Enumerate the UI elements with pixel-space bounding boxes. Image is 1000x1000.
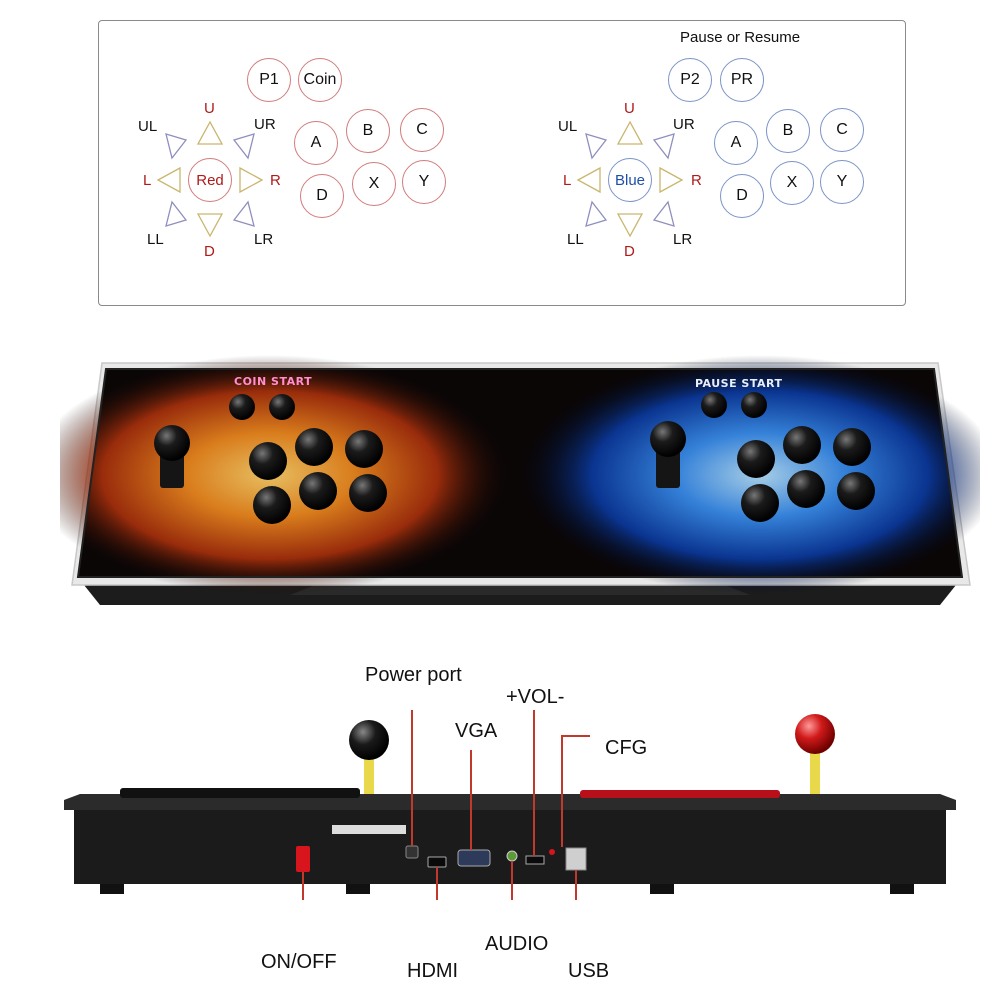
p1-button-c: C <box>400 108 444 152</box>
p2-stick-ball <box>650 421 686 457</box>
p1-dir-down: D <box>204 243 215 260</box>
p1-button-y: Y <box>402 160 446 204</box>
p2-arrow-up <box>616 120 644 145</box>
p1-dir-lr: LR <box>254 231 274 248</box>
p1-button: P1 <box>247 58 291 102</box>
p1-dir-right: R <box>270 172 281 189</box>
p1-arrow-right <box>239 166 264 194</box>
p2-joystick-diagram <box>576 120 684 238</box>
p1-dir-left: L <box>143 172 152 189</box>
p1-button-x: X <box>352 162 396 206</box>
p1-arrow-down <box>196 213 224 238</box>
cfg-callout: CFG <box>605 737 648 759</box>
p2-button-c: C <box>820 108 864 152</box>
p1-joystick-diagram <box>156 120 264 238</box>
coin-button: Coin <box>298 58 342 102</box>
console-rear-photo <box>64 710 956 900</box>
p1-black-ball <box>349 720 389 760</box>
p2-dir-ll: LL <box>567 231 584 248</box>
p2-arrow-left <box>576 166 601 194</box>
volume-callout: +VOL- <box>506 686 565 708</box>
audio-callout: AUDIO <box>485 933 549 955</box>
p1-button-b: B <box>346 109 390 153</box>
hdmi-port <box>427 856 447 868</box>
p2-button-b: B <box>766 109 810 153</box>
pause-button-photo <box>701 392 727 418</box>
p1-dir-ll: LL <box>147 231 164 248</box>
rear-body <box>74 810 946 884</box>
fire-fist-artwork <box>60 355 510 595</box>
audio-port <box>506 850 518 862</box>
p2-button-y: Y <box>820 160 864 204</box>
p2-dir-ur: UR <box>673 116 695 133</box>
p2-arrow-ul <box>585 133 608 160</box>
onoff-callout: ON/OFF <box>261 951 337 973</box>
p2-joystick-center: Blue <box>608 158 652 202</box>
p2-dir-ul: UL <box>558 118 578 135</box>
coin-start-label: COIN START <box>234 375 313 388</box>
p2-start-button-photo <box>741 392 767 418</box>
p2-dir-up: U <box>624 100 635 117</box>
p1-dir-ur: UR <box>254 116 276 133</box>
console-top-photo <box>60 355 980 605</box>
pause-resume-note: Pause or Resume <box>680 29 801 46</box>
p2-arrow-right <box>659 166 684 194</box>
button-layout-panel <box>98 20 906 306</box>
p1-dir-ul: UL <box>138 118 158 135</box>
pause-start-label: PAUSE START <box>695 377 783 390</box>
cfg-button <box>549 849 555 855</box>
power-port-callout: Power port <box>365 664 462 686</box>
volume-rocker <box>525 855 545 865</box>
p2-dir-down: D <box>624 243 635 260</box>
power-switch <box>296 846 310 872</box>
vga-callout: VGA <box>455 720 498 742</box>
p1-arrow-left <box>156 166 181 194</box>
console-front-lip <box>290 583 750 595</box>
p1-button-d: D <box>300 174 344 218</box>
p2-arrow-down <box>616 213 644 238</box>
p2-button-d: D <box>720 174 764 218</box>
p2-dir-lr: LR <box>673 231 693 248</box>
p1-button-a: A <box>294 121 338 165</box>
p1-arrow-ul <box>165 133 188 160</box>
p1-joystick-center: Red <box>188 158 232 202</box>
coin-button-photo <box>229 394 255 420</box>
p1-dir-up: U <box>204 100 215 117</box>
usb-callout: USB <box>568 960 610 982</box>
pr-button: PR <box>720 58 764 102</box>
p2-arrow-ll <box>585 200 608 227</box>
p2-arrow-ur <box>652 133 675 160</box>
hdmi-callout: HDMI <box>407 960 459 982</box>
p2-dir-right: R <box>691 172 702 189</box>
p2-red-ball <box>795 714 835 754</box>
p2-button: P2 <box>668 58 712 102</box>
p1-yellow-shaft <box>364 750 374 802</box>
p1-start-button-photo <box>269 394 295 420</box>
p2-stick-shaft <box>656 450 680 488</box>
callout-lines <box>302 710 590 900</box>
p1-arrow-up <box>196 120 224 145</box>
p1-arrow-ur <box>232 133 255 160</box>
p2-dir-left: L <box>563 172 572 189</box>
p2-yellow-shaft <box>810 746 820 802</box>
p1-arrow-lr <box>232 200 255 227</box>
power-port <box>405 845 419 859</box>
p2-arrow-lr <box>652 200 675 227</box>
vga-port <box>457 849 491 867</box>
usb-ports <box>565 847 587 871</box>
p1-arrow-ll <box>165 200 188 227</box>
p2-button-a: A <box>714 121 758 165</box>
p2-button-x: X <box>770 161 814 205</box>
p1-stick-ball <box>154 425 190 461</box>
